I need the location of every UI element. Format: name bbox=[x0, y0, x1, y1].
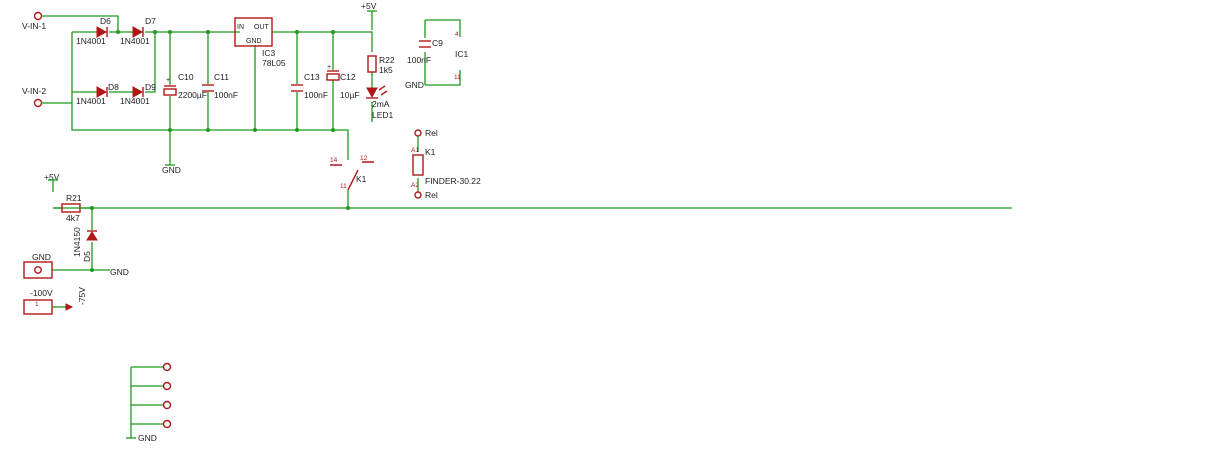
d5-ref: D5 bbox=[82, 251, 92, 262]
conn-pin-1: 1 bbox=[35, 301, 39, 308]
d6-value: 1N4001 bbox=[76, 36, 106, 46]
bus-5v-label: +5V bbox=[44, 172, 60, 182]
relay-value: FINDER-30.22 bbox=[425, 176, 481, 186]
d8-ref: D8 bbox=[108, 82, 119, 92]
conn-gnd-pad[interactable] bbox=[34, 266, 42, 274]
d7-ref: D7 bbox=[145, 16, 156, 26]
c10-ref: C10 bbox=[178, 72, 194, 82]
led-current: 2mA bbox=[372, 99, 390, 109]
power-supply: V-IN-1 V-IN-2 D6 1N4001 D7 1N4001 D8 bbox=[22, 1, 469, 175]
ic3-pin-gnd: GND bbox=[246, 38, 262, 45]
svg-text:+: + bbox=[327, 64, 331, 71]
d9-value: 1N4001 bbox=[120, 96, 150, 106]
relay-contact-12: 12 bbox=[360, 155, 368, 162]
c11-ref: C11 bbox=[214, 72, 229, 82]
gnd-symbol-c10: GND bbox=[162, 164, 181, 175]
p5v-label: +5V bbox=[361, 1, 377, 11]
relay-rel-bottom: Rel bbox=[425, 190, 438, 200]
d6-ref: D6 bbox=[100, 16, 111, 26]
gnd-c10-label: GND bbox=[162, 165, 181, 175]
relay-ref: K1 bbox=[425, 147, 436, 157]
c12-value: 10µF bbox=[340, 90, 360, 100]
vin1-pad[interactable] bbox=[33, 11, 43, 21]
r21-value: 4k7 bbox=[66, 213, 80, 223]
relay-a2: A2 bbox=[411, 182, 419, 189]
vin2-label: V-IN-2 bbox=[22, 86, 46, 96]
resistor-r22: R22 1k5 bbox=[367, 55, 395, 75]
diode-d8: D8 1N4001 bbox=[76, 82, 119, 106]
d8-value: 1N4001 bbox=[76, 96, 106, 106]
relay-a1: A1 bbox=[411, 147, 419, 154]
conn-m75-label: -75V bbox=[77, 287, 87, 305]
ic1-pin-11: 11 bbox=[454, 74, 461, 81]
relay-contact-11: 11 bbox=[340, 183, 347, 190]
d9-ref: D9 bbox=[145, 82, 156, 92]
relay-rel-top: Rel bbox=[425, 128, 438, 138]
relay-pad-top[interactable] bbox=[414, 129, 422, 137]
ic3-value: 78L05 bbox=[262, 58, 286, 68]
regulator-ic3: IN OUT GND IC3 78L05 bbox=[234, 17, 286, 68]
vin2-pad[interactable] bbox=[33, 98, 43, 108]
capacitor-c13: C13 100nF bbox=[291, 72, 328, 100]
main-bus: +5V R21 4k7 1N4150 D5 GND GND -100V 1 bbox=[23, 172, 1012, 315]
capacitor-c11: C11 100nF bbox=[202, 72, 238, 100]
relay-pad-bottom[interactable] bbox=[414, 191, 422, 199]
supply-5v-top: +5V bbox=[361, 1, 377, 12]
conn-gnd-sym: GND bbox=[110, 267, 129, 277]
bottom-pads: GND bbox=[126, 362, 172, 443]
ic1-gnd-label: GND bbox=[405, 80, 424, 90]
c10-value: 2200µF bbox=[178, 90, 207, 100]
c9-value: 100nF bbox=[407, 55, 431, 65]
c13-ref: C13 bbox=[304, 72, 320, 82]
r22-value: 1k5 bbox=[379, 65, 393, 75]
diode-d7: D7 1N4001 bbox=[120, 16, 156, 46]
c9-ref: C9 bbox=[432, 38, 443, 48]
r22-ref: R22 bbox=[379, 55, 395, 65]
led-ref: LED1 bbox=[372, 110, 394, 120]
capacitor-c9: C9 100nF 4 11 IC1 GND bbox=[405, 19, 469, 90]
diode-d6: D6 1N4001 bbox=[76, 16, 111, 46]
ic1-pin-4: 4 bbox=[455, 31, 459, 38]
bottom-pad-4[interactable] bbox=[162, 419, 172, 429]
capacitor-c10: + C10 2200µF bbox=[163, 72, 207, 100]
relay-k1: Rel A1 A2 K1 FINDER-30.22 Rel 14 12 11 K… bbox=[330, 128, 481, 208]
r21-ref: R21 bbox=[66, 193, 82, 203]
conn-m100-label: -100V bbox=[30, 288, 53, 298]
ic1-ref: IC1 bbox=[455, 49, 469, 59]
bottom-pad-3[interactable] bbox=[162, 400, 172, 410]
relay-contact-14: 14 bbox=[330, 157, 338, 164]
bottom-pad-2[interactable] bbox=[162, 381, 172, 391]
ic3-pin-in: IN bbox=[237, 24, 244, 31]
svg-text:+: + bbox=[166, 77, 170, 84]
c11-value: 100nF bbox=[214, 90, 238, 100]
led-1: 2mA LED1 bbox=[366, 85, 394, 120]
d7-value: 1N4001 bbox=[120, 36, 150, 46]
conn-gnd-label: GND bbox=[32, 252, 51, 262]
d5-value: 1N4150 bbox=[72, 227, 82, 257]
c12-ref: C12 bbox=[340, 72, 356, 82]
relay-contact-ref: K1 bbox=[356, 174, 367, 184]
bottom-pad-1[interactable] bbox=[162, 362, 172, 372]
connector-gnd: GND GND -100V 1 -75V bbox=[23, 252, 129, 315]
bottom-gnd-label: GND bbox=[138, 433, 157, 443]
diode-d9: D9 1N4001 bbox=[120, 82, 156, 106]
vin1-label: V-IN-1 bbox=[22, 21, 46, 31]
ic3-ref: IC3 bbox=[262, 48, 276, 58]
c13-value: 100nF bbox=[304, 90, 328, 100]
capacitor-c12: + C12 10µF bbox=[326, 64, 360, 100]
ic3-pin-out: OUT bbox=[254, 24, 270, 31]
